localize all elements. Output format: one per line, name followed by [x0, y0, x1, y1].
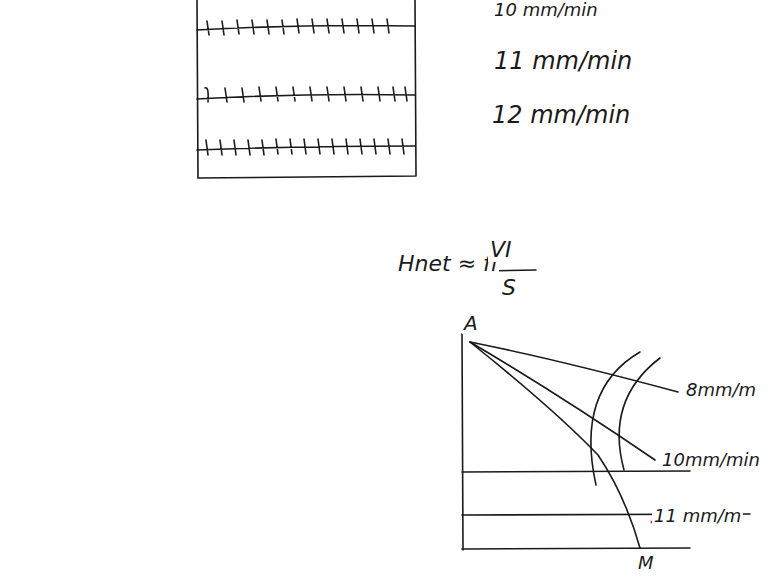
handwritten-label: VI	[488, 238, 514, 262]
graph-axes	[462, 334, 750, 550]
arc	[619, 358, 660, 470]
weld-bead	[197, 19, 415, 35]
handwritten-label: 11 mm/min	[492, 48, 634, 74]
handwritten-label: 8mm/m	[684, 380, 758, 400]
handwritten-label: 12 mm/min	[490, 102, 632, 128]
handwritten-label: 10mm/min	[660, 450, 762, 470]
handwritten-label: Hnet ≈ fl	[396, 252, 499, 276]
weld-bead	[197, 87, 415, 102]
handwritten-label: A	[462, 312, 480, 334]
curve	[470, 342, 640, 548]
weld-bead	[197, 139, 415, 155]
handwritten-label: 10 mm/min	[492, 0, 600, 20]
handwritten-label: S	[500, 276, 518, 300]
arc	[591, 352, 640, 485]
handwritten-label: M	[636, 553, 656, 573]
plate-outline	[197, 0, 416, 178]
handwritten-label: 11 mm/m	[652, 506, 743, 526]
